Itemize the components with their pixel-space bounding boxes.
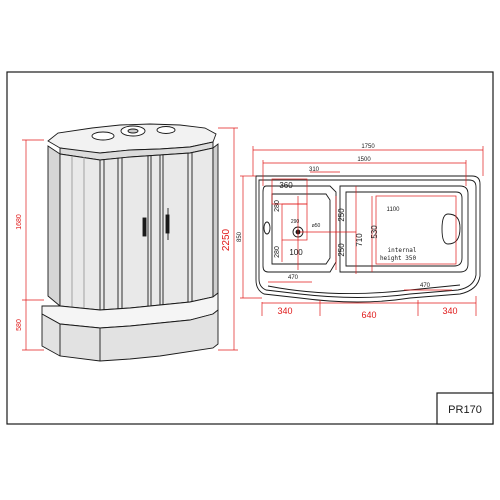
headrest [441,213,461,245]
model-name: PR170 [448,404,482,416]
label-drain: ø50 [312,223,321,229]
front-view [41,123,219,362]
dim-280-box [281,203,308,241]
label-1100: 1100 [387,207,401,213]
glass-front [59,147,214,311]
tray-outline-inner [258,179,477,298]
label-340-right: 340 [442,306,457,316]
tray-base [41,309,219,362]
label-850: 850 [237,231,243,242]
right-side-panel [212,143,219,298]
dim-1100-box [375,195,457,265]
label-1500: 1500 [357,157,371,163]
label-290: 290 [291,219,300,225]
plan-view [255,175,481,303]
plan-dimensions [240,146,484,316]
dim-base-height: 580 [16,319,23,331]
label-530: 530 [370,225,379,239]
roof-light [156,126,176,134]
left-side-panel [47,145,61,307]
label-360: 360 [279,181,293,190]
basin-outline [339,185,469,273]
label-640: 640 [361,310,376,320]
label-710: 710 [355,233,364,247]
label-470-right: 470 [420,283,431,289]
basin-inner [345,191,463,267]
label-280-lower: 280 [274,246,281,258]
shower-floor [271,193,331,265]
label-1750: 1750 [361,144,375,150]
label-100: 100 [289,248,303,257]
label-340-left: 340 [277,306,292,316]
label-250-lower: 250 [337,243,346,257]
door-handle-left [142,217,147,237]
label-250-upper: 250 [337,208,346,222]
dim-total-height: 2250 [221,228,232,251]
front-step [267,284,461,295]
label-height-350: height 350 [380,255,417,262]
door-handle-right [165,214,170,234]
side-fixture [263,221,271,235]
title-block [436,392,494,425]
label-280-upper: 280 [274,200,281,212]
tray-outline-outer [255,175,481,303]
dim-cabin-height: 1680 [16,214,23,230]
shower-area [262,185,337,273]
sheet-border [6,71,494,425]
label-internal: internal [388,247,417,254]
label-310: 310 [309,167,320,173]
roof-vent [91,131,115,141]
front-dimensions [22,127,238,351]
rain-shower-center [127,128,139,134]
label-470-left: 470 [288,275,299,281]
